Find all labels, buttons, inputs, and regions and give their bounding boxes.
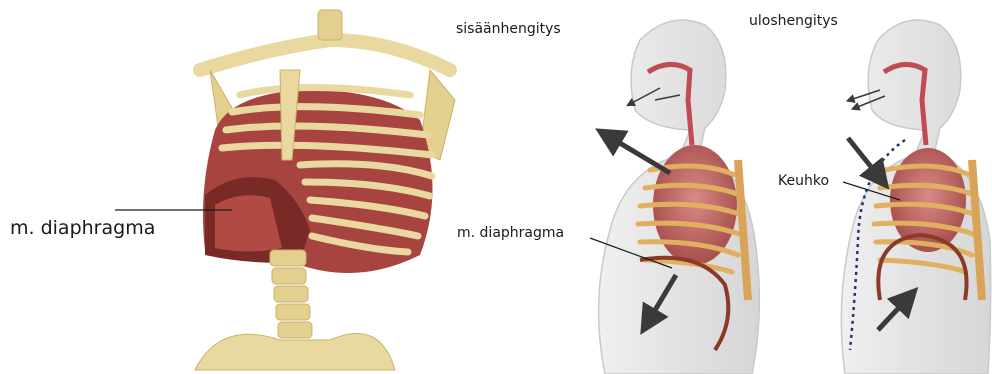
exhale-label: uloshengitys [749, 14, 838, 28]
lung-label: Keuhko [778, 174, 829, 188]
inhale-label: sisäänhengitys [456, 22, 561, 36]
skeleton-torso [195, 10, 455, 370]
diaphragm-label-left: m. diaphragma [10, 219, 155, 238]
diaphragm-label-middle: m. diaphragma [457, 226, 564, 240]
exhale-figure [841, 20, 990, 374]
inhale-figure [599, 20, 760, 374]
